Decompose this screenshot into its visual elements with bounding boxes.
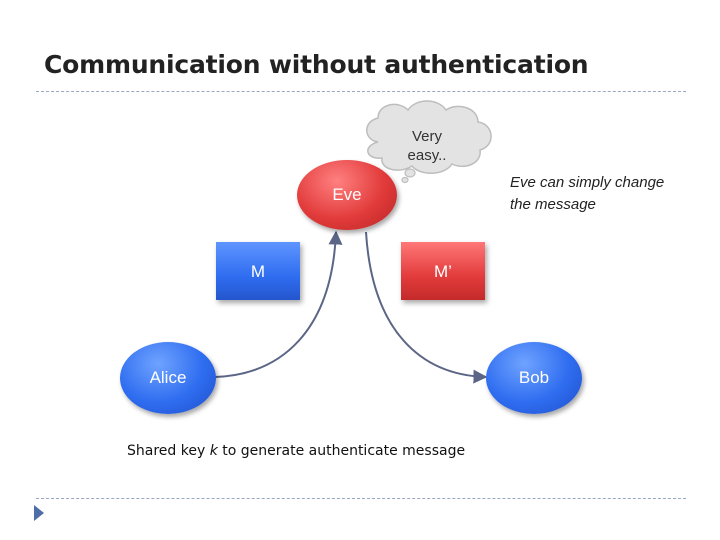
slide-title: Communication without authentication: [44, 50, 589, 79]
eve-node: Eve: [297, 160, 397, 230]
title-divider: [36, 91, 686, 92]
alice-label: Alice: [149, 368, 187, 387]
alice-node: Alice: [120, 342, 216, 414]
thought-cloud-icon: [366, 100, 492, 184]
eve-to-bob-arrow: [365, 231, 488, 384]
eve-label: Eve: [332, 185, 362, 204]
caption: Shared key k to generate authenticate me…: [127, 443, 465, 459]
message-box: M: [216, 242, 300, 300]
caption-key: k: [209, 443, 218, 459]
message-label: M: [250, 262, 266, 281]
footer-divider: [36, 498, 686, 499]
bob-label: Bob: [518, 368, 550, 387]
alice-to-eve-arrow: [213, 230, 343, 378]
caption-suffix: to generate authenticate message: [217, 443, 466, 459]
modified-message-label: M’: [434, 262, 452, 281]
triangle-bullet-icon: [34, 505, 44, 521]
side-note: Eve can simply change the message: [510, 174, 665, 213]
cloud-text: Very easy..: [407, 128, 447, 164]
bob-node: Bob: [486, 342, 582, 414]
caption-prefix: Shared key: [127, 443, 210, 459]
modified-message-box: M’: [401, 242, 485, 300]
